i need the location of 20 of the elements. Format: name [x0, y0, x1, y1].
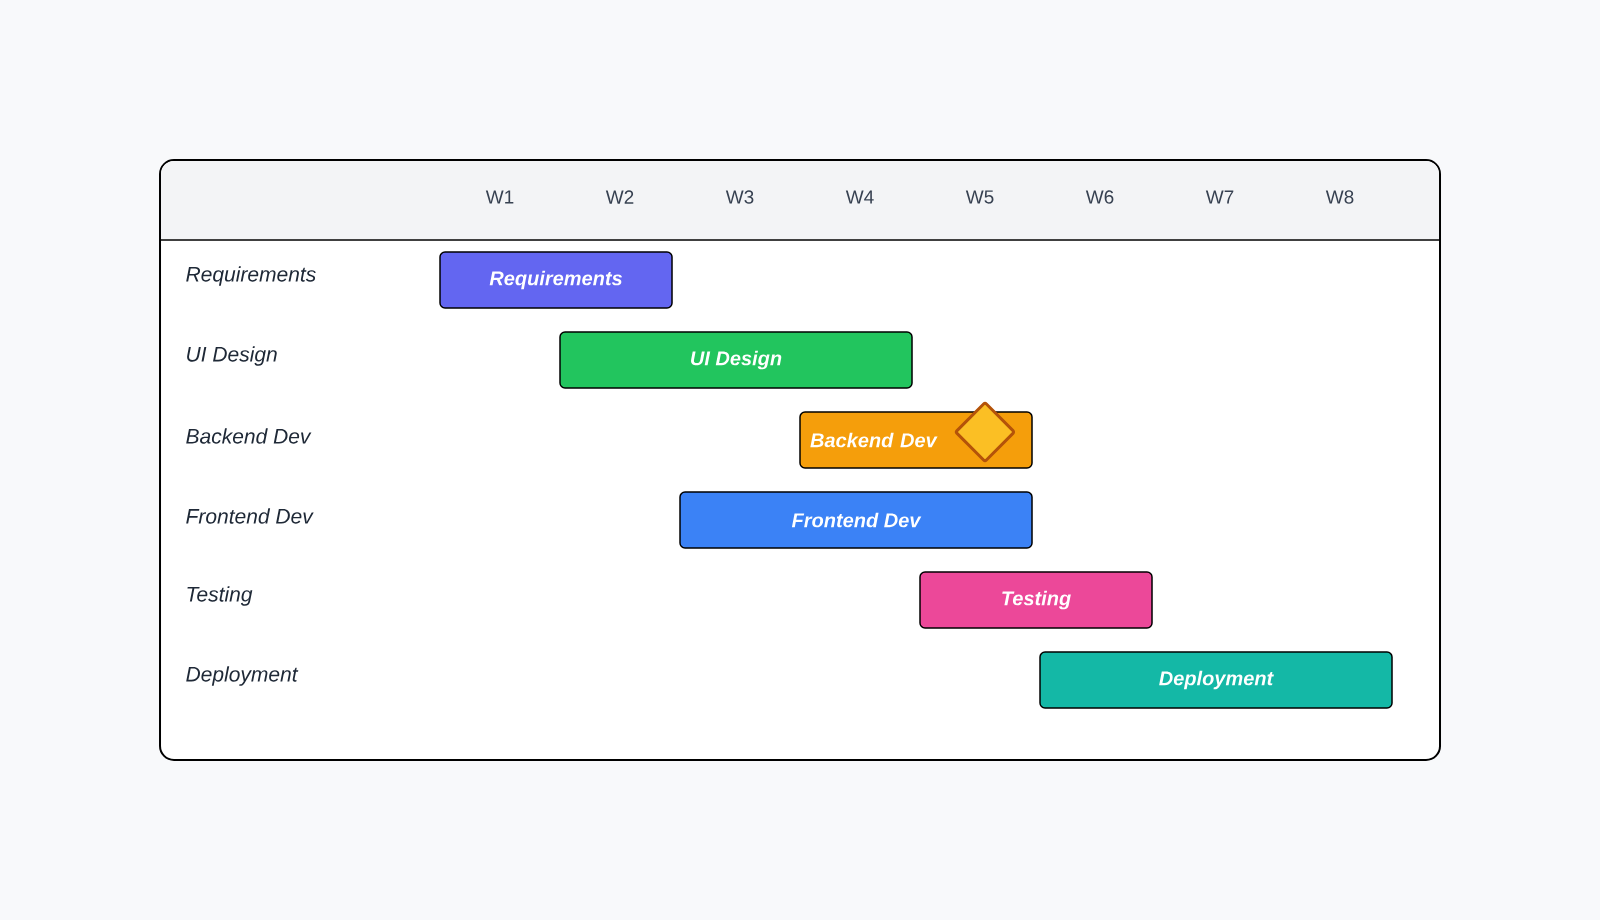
week-label: W4: [845, 190, 874, 204]
week-label: W1: [485, 190, 514, 204]
task-bar: Frontend Dev: [679, 491, 1033, 549]
task-label: Backend Dev: [186, 428, 312, 444]
task-label: UI Design: [187, 346, 277, 366]
task-bar: Deployment: [1039, 651, 1393, 709]
week-label: W8: [1325, 190, 1354, 204]
task-label: Frontend Dev: [186, 508, 314, 524]
task-bar: Testing: [919, 571, 1153, 629]
task-bar: Requirements: [439, 251, 673, 309]
milestone-diamond: [954, 401, 1016, 463]
week-label: W7: [1205, 190, 1234, 204]
task-label: Testing: [187, 586, 253, 606]
task-bar: UI Design: [559, 331, 913, 389]
week-label: W2: [605, 190, 634, 204]
week-label: W5: [965, 190, 994, 204]
task-label: Deployment: [186, 666, 299, 686]
task-label: Requirements: [186, 266, 316, 286]
week-label: W3: [725, 190, 754, 204]
week-label: W6: [1085, 190, 1114, 204]
